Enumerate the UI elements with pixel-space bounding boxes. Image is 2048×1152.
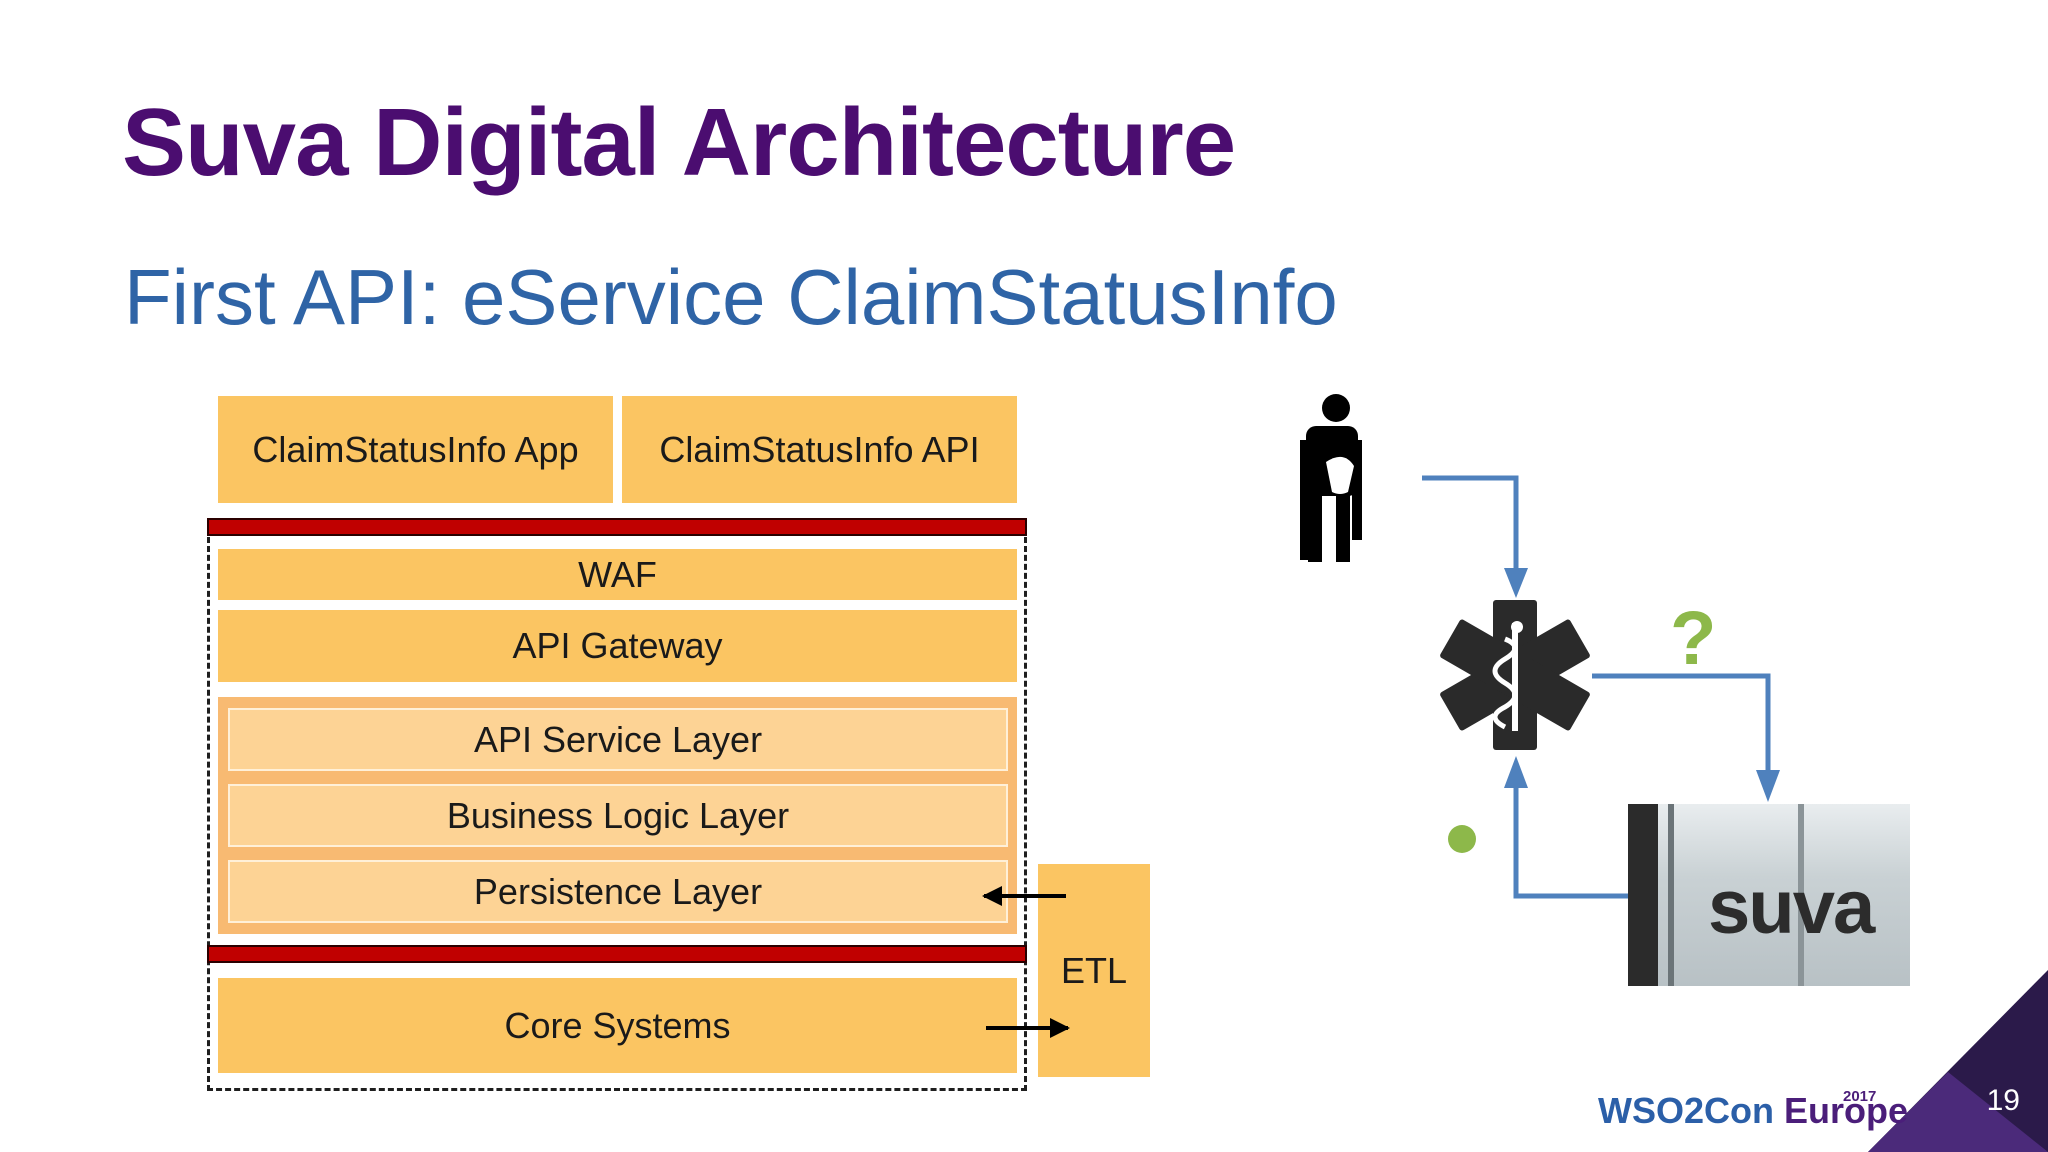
suva-building-photo: suva (1628, 804, 1910, 986)
injured-person-icon (1300, 394, 1362, 562)
slide-subtitle: First API: eService ClaimStatusInfo (124, 253, 1338, 341)
arrowhead-down-to-suva (1756, 770, 1780, 802)
question-mark: ? (1670, 596, 1717, 681)
flow-lines (1422, 475, 1771, 899)
core-systems-box: Core Systems (218, 978, 1017, 1073)
claimstatusinfo-app-box: ClaimStatusInfo App (218, 396, 613, 503)
business-logic-layer-box: Business Logic Layer (228, 784, 1008, 847)
persistence-layer-box: Persistence Layer (228, 860, 1008, 923)
bottom-barrier-bar (207, 945, 1027, 963)
slide-title: Suva Digital Architecture (122, 89, 1236, 196)
arrowhead-down-to-medical (1504, 568, 1528, 598)
star-of-life-icon (1440, 600, 1590, 750)
corner-triangle-decoration (1868, 970, 2048, 1152)
arrowhead-up-to-medical (1504, 756, 1528, 788)
wso2con-logo: WSO2Con Europe (1598, 1090, 1908, 1132)
photo-glass-mullion-2 (1798, 804, 1804, 986)
logo-year: 2017 (1843, 1088, 1877, 1105)
api-service-layer-box: API Service Layer (228, 708, 1008, 771)
waf-box: WAF (218, 549, 1017, 600)
api-gateway-box: API Gateway (218, 610, 1017, 682)
corner-triangle-highlight (1868, 1072, 2048, 1152)
page-number: 19 (1986, 1084, 2020, 1117)
etl-box: ETL (1038, 864, 1150, 1077)
photo-glass-mullion (1668, 804, 1674, 986)
green-dot (1448, 825, 1476, 853)
logo-brand-b: Europe (1784, 1090, 1909, 1131)
claimstatusinfo-api-box: ClaimStatusInfo API (622, 396, 1017, 503)
top-barrier-bar (207, 518, 1027, 536)
photo-door-frame (1628, 804, 1658, 986)
suva-photo-lettering: suva (1708, 865, 1875, 950)
logo-brand-a: WSO2Con (1598, 1090, 1774, 1131)
